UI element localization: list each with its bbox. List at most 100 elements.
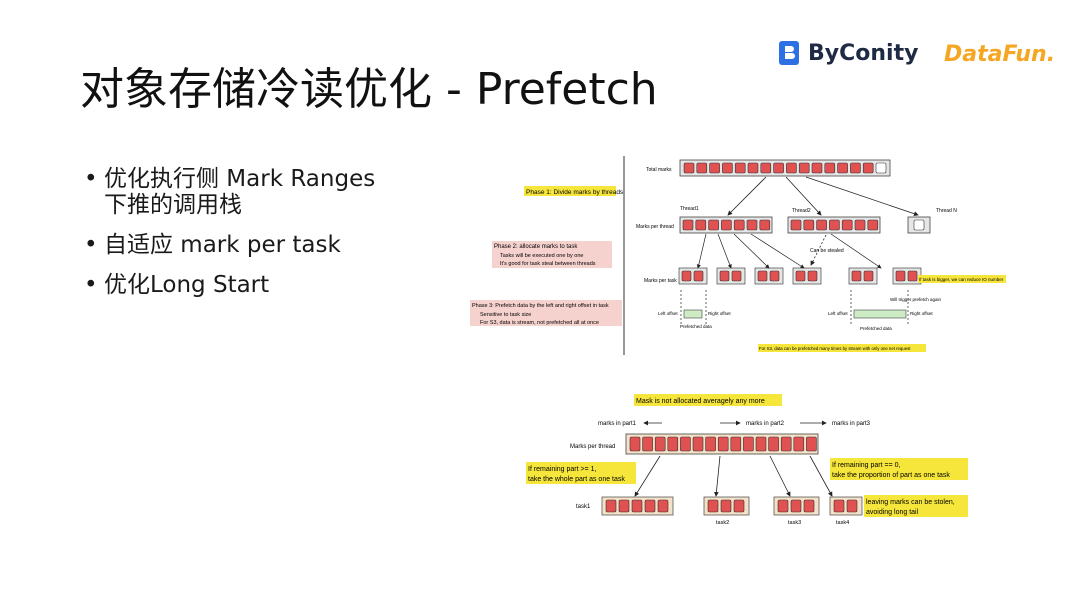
mark-cell <box>811 162 823 174</box>
mark-cell <box>913 219 925 231</box>
part1-label: marks in part1 <box>598 421 637 427</box>
part2-label: marks in part2 <box>746 421 785 427</box>
phase3-item-2: For S3, data is stream, not prefetched a… <box>480 320 599 326</box>
left-note-1: If remaining part >= 1, <box>528 466 597 473</box>
mark-cell <box>733 499 745 513</box>
mark-cell <box>846 499 858 513</box>
total-marks-cells <box>683 162 887 174</box>
byconity-icon <box>779 41 799 65</box>
prefetched-data-label: Prefetched data <box>680 324 712 329</box>
mark-cell <box>854 219 866 231</box>
mask-note: Mask is not allocated averagely any more <box>636 398 765 405</box>
mark-cell <box>605 499 617 513</box>
mark-cell <box>780 436 792 452</box>
mark-cell <box>793 436 805 452</box>
trigger-note: Will trigger prefetch again <box>890 297 942 302</box>
mark-cell <box>667 436 679 452</box>
thread-mark-cells <box>682 219 925 231</box>
phase1-label: Phase 1: Divide marks by threads <box>526 189 624 196</box>
mark-cell <box>629 436 641 452</box>
mark-cell <box>790 219 802 231</box>
mark-cell <box>733 219 745 231</box>
mark-cell <box>768 436 779 452</box>
left-offset-label-2: Left offset <box>828 311 848 316</box>
mark-cell <box>769 270 780 282</box>
mark-cell <box>681 270 692 282</box>
mark-cell <box>863 270 874 282</box>
total-marks-label: Total marks <box>646 167 672 173</box>
mark-cell <box>841 219 853 231</box>
byconity-logo-text: ByConity <box>808 40 919 66</box>
task1-label: task1 <box>576 504 591 510</box>
mark-cell <box>730 436 742 452</box>
bullet-item-3: 优化Long Start <box>84 272 414 298</box>
mark-cell <box>644 499 656 513</box>
mark-cell <box>719 270 730 282</box>
mark-cell <box>833 499 845 513</box>
thread2-label: Thread2 <box>792 208 811 214</box>
mark-cell <box>895 270 906 282</box>
mark-cell <box>721 219 732 231</box>
phase3-label: Phase 3: Prefetch data by the left and r… <box>472 303 609 309</box>
mark-cell <box>696 162 708 174</box>
part3-label: marks in part3 <box>832 421 871 427</box>
marks-per-thread-label: Marks per thread <box>636 224 674 230</box>
task3-label: task3 <box>788 520 801 526</box>
thread1-label: Thread1 <box>680 206 699 212</box>
mark-cell <box>747 162 759 174</box>
phase2-item-2: It's good for task steal between threads <box>500 261 596 267</box>
phase3-highlight <box>470 300 622 326</box>
mark-cell <box>722 162 733 174</box>
bullet-item-2: 自适应 mark per task <box>84 232 414 258</box>
mark-cell <box>807 270 818 282</box>
can-be-stealed-label: Can be stealed <box>810 248 844 254</box>
mark-cell <box>829 219 840 231</box>
prefetch-phases-diagram: Phase 1: Divide marks by threads Phase 2… <box>470 156 1006 355</box>
s3-note: For S3, data can be prefetched many time… <box>759 346 911 351</box>
mark-cell <box>851 270 862 282</box>
mark-cell <box>759 219 771 231</box>
mark-cell <box>862 162 874 174</box>
mark-cell <box>720 499 732 513</box>
mark-cell <box>709 162 720 174</box>
mark-cell <box>816 219 827 231</box>
mark-cell <box>717 436 729 452</box>
mark-cell <box>850 162 861 174</box>
mark-cell <box>692 436 704 452</box>
datafun-logo: DataFun. <box>944 42 1056 67</box>
phase2-label: Phase 2: allocate marks to task <box>494 244 578 250</box>
phase1-highlight <box>524 186 616 196</box>
mark-cell <box>837 162 848 174</box>
steal-note-1: leaving marks can be stolen, <box>866 499 955 506</box>
mark-cell <box>631 499 643 513</box>
mark-cell <box>693 270 704 282</box>
mark-cell <box>803 219 815 231</box>
mark-cell <box>680 436 691 452</box>
task-mark-cells <box>678 267 922 285</box>
marks-per-task-label: Marks per task <box>644 278 677 284</box>
mark-cell <box>760 162 772 174</box>
mark-cell <box>875 162 887 174</box>
task-mark-cells-2 <box>601 496 863 516</box>
mark-cell <box>786 162 797 174</box>
left-note-2: take the whole part as one task <box>528 476 625 483</box>
mark-cell <box>618 499 630 513</box>
mark-cell <box>707 499 719 513</box>
phase3-item-1: Sensitive to task size <box>480 312 531 318</box>
steal-note-2: avoiding long tail <box>866 509 919 516</box>
mark-cell <box>824 162 836 174</box>
mark-cell <box>731 270 742 282</box>
right-offset-label-2: Right offset <box>910 311 933 316</box>
phase2-highlight <box>492 241 612 268</box>
mark-cell <box>907 270 918 282</box>
right-note-2: take the proportion of part as one task <box>832 472 950 479</box>
prefetched-data-label-2: Prefetched data <box>860 326 892 331</box>
task2-label: task2 <box>716 520 729 526</box>
thread-mark-cells-2 <box>629 436 817 452</box>
marks-per-thread-label-2: Marks per thread <box>570 444 615 450</box>
mark-cell <box>803 499 815 513</box>
mark-cell <box>777 499 789 513</box>
